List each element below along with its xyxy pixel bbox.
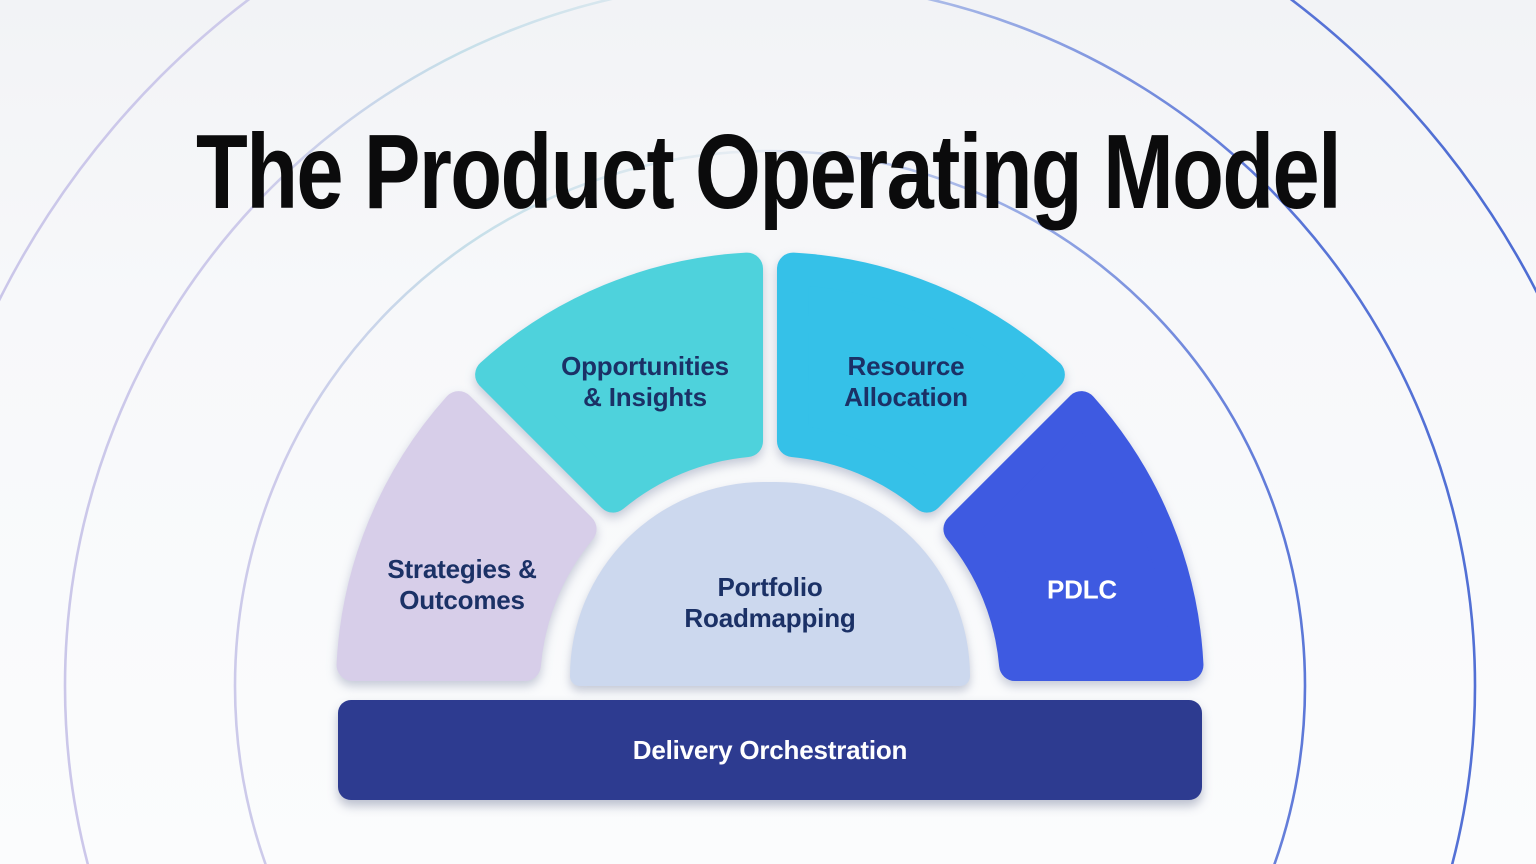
label-line: Outcomes bbox=[399, 585, 525, 615]
label-line: Allocation bbox=[844, 382, 968, 412]
label-line: PDLC bbox=[1047, 574, 1117, 605]
label-line: Portfolio bbox=[717, 572, 823, 602]
segment-resource-label: Resource Allocation bbox=[844, 351, 968, 413]
label-line: Strategies & bbox=[387, 554, 537, 584]
page-title: The Product Operating Model bbox=[0, 117, 1536, 227]
background-arc-inner bbox=[233, 149, 1307, 864]
label-line: Resource bbox=[847, 351, 965, 381]
label-line: Opportunities bbox=[561, 351, 729, 381]
delivery-orchestration-label: Delivery Orchestration bbox=[632, 734, 908, 765]
segment-strategies-shape bbox=[336, 391, 597, 682]
page-title-text: The Product Operating Model bbox=[195, 113, 1342, 232]
segment-opportunities-shape bbox=[475, 252, 764, 513]
segment-opportunities-label: Opportunities & Insights bbox=[561, 351, 729, 413]
delivery-orchestration-bar: Delivery Orchestration bbox=[338, 700, 1202, 800]
segment-pdlc-label: PDLC bbox=[1047, 575, 1117, 606]
segment-pdlc-shape bbox=[943, 391, 1204, 682]
background-arc-middle bbox=[63, 0, 1477, 864]
label-line: Roadmapping bbox=[684, 603, 856, 633]
label-line: & Insights bbox=[583, 382, 707, 412]
segment-strategies-label: Strategies & Outcomes bbox=[387, 554, 537, 616]
segment-resource-shape bbox=[776, 252, 1065, 513]
segment-portfolio-label: Portfolio Roadmapping bbox=[684, 572, 855, 634]
